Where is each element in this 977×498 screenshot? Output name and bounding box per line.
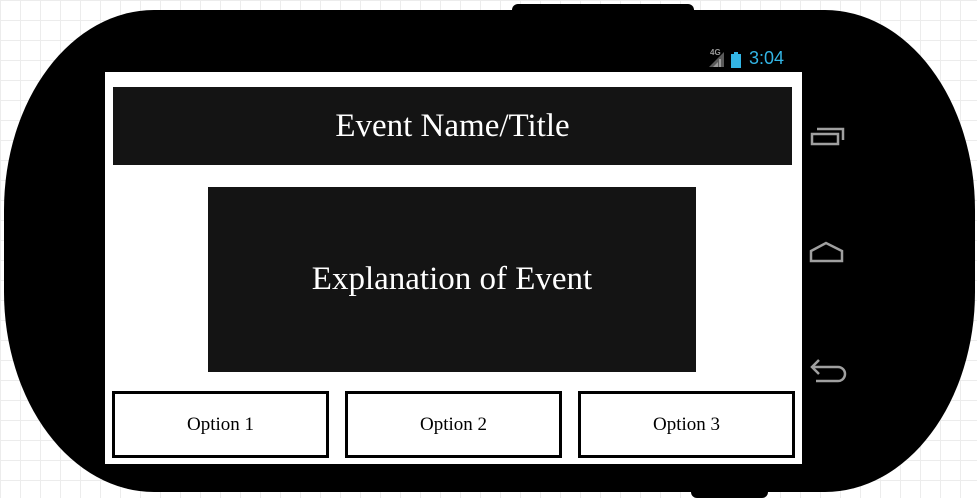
- option-2-button[interactable]: Option 2: [345, 391, 562, 458]
- option-3-button[interactable]: Option 3: [578, 391, 795, 458]
- status-bar: 4G 3:04: [705, 46, 805, 70]
- network-type-label: 4G: [710, 48, 721, 57]
- option-1-button[interactable]: Option 1: [112, 391, 329, 458]
- battery-icon: [731, 51, 741, 68]
- signal-icon: 4G: [705, 48, 727, 68]
- recent-apps-icon[interactable]: [806, 121, 848, 151]
- app-screen: Event Name/Title Explanation of Event Op…: [105, 72, 802, 464]
- home-icon[interactable]: [806, 238, 848, 268]
- phone-top-button: [512, 4, 694, 20]
- event-explanation: Explanation of Event: [208, 187, 696, 372]
- event-title: Event Name/Title: [113, 87, 792, 165]
- back-icon[interactable]: [806, 355, 848, 385]
- phone-bottom-button: [691, 484, 768, 498]
- clock: 3:04: [749, 48, 785, 68]
